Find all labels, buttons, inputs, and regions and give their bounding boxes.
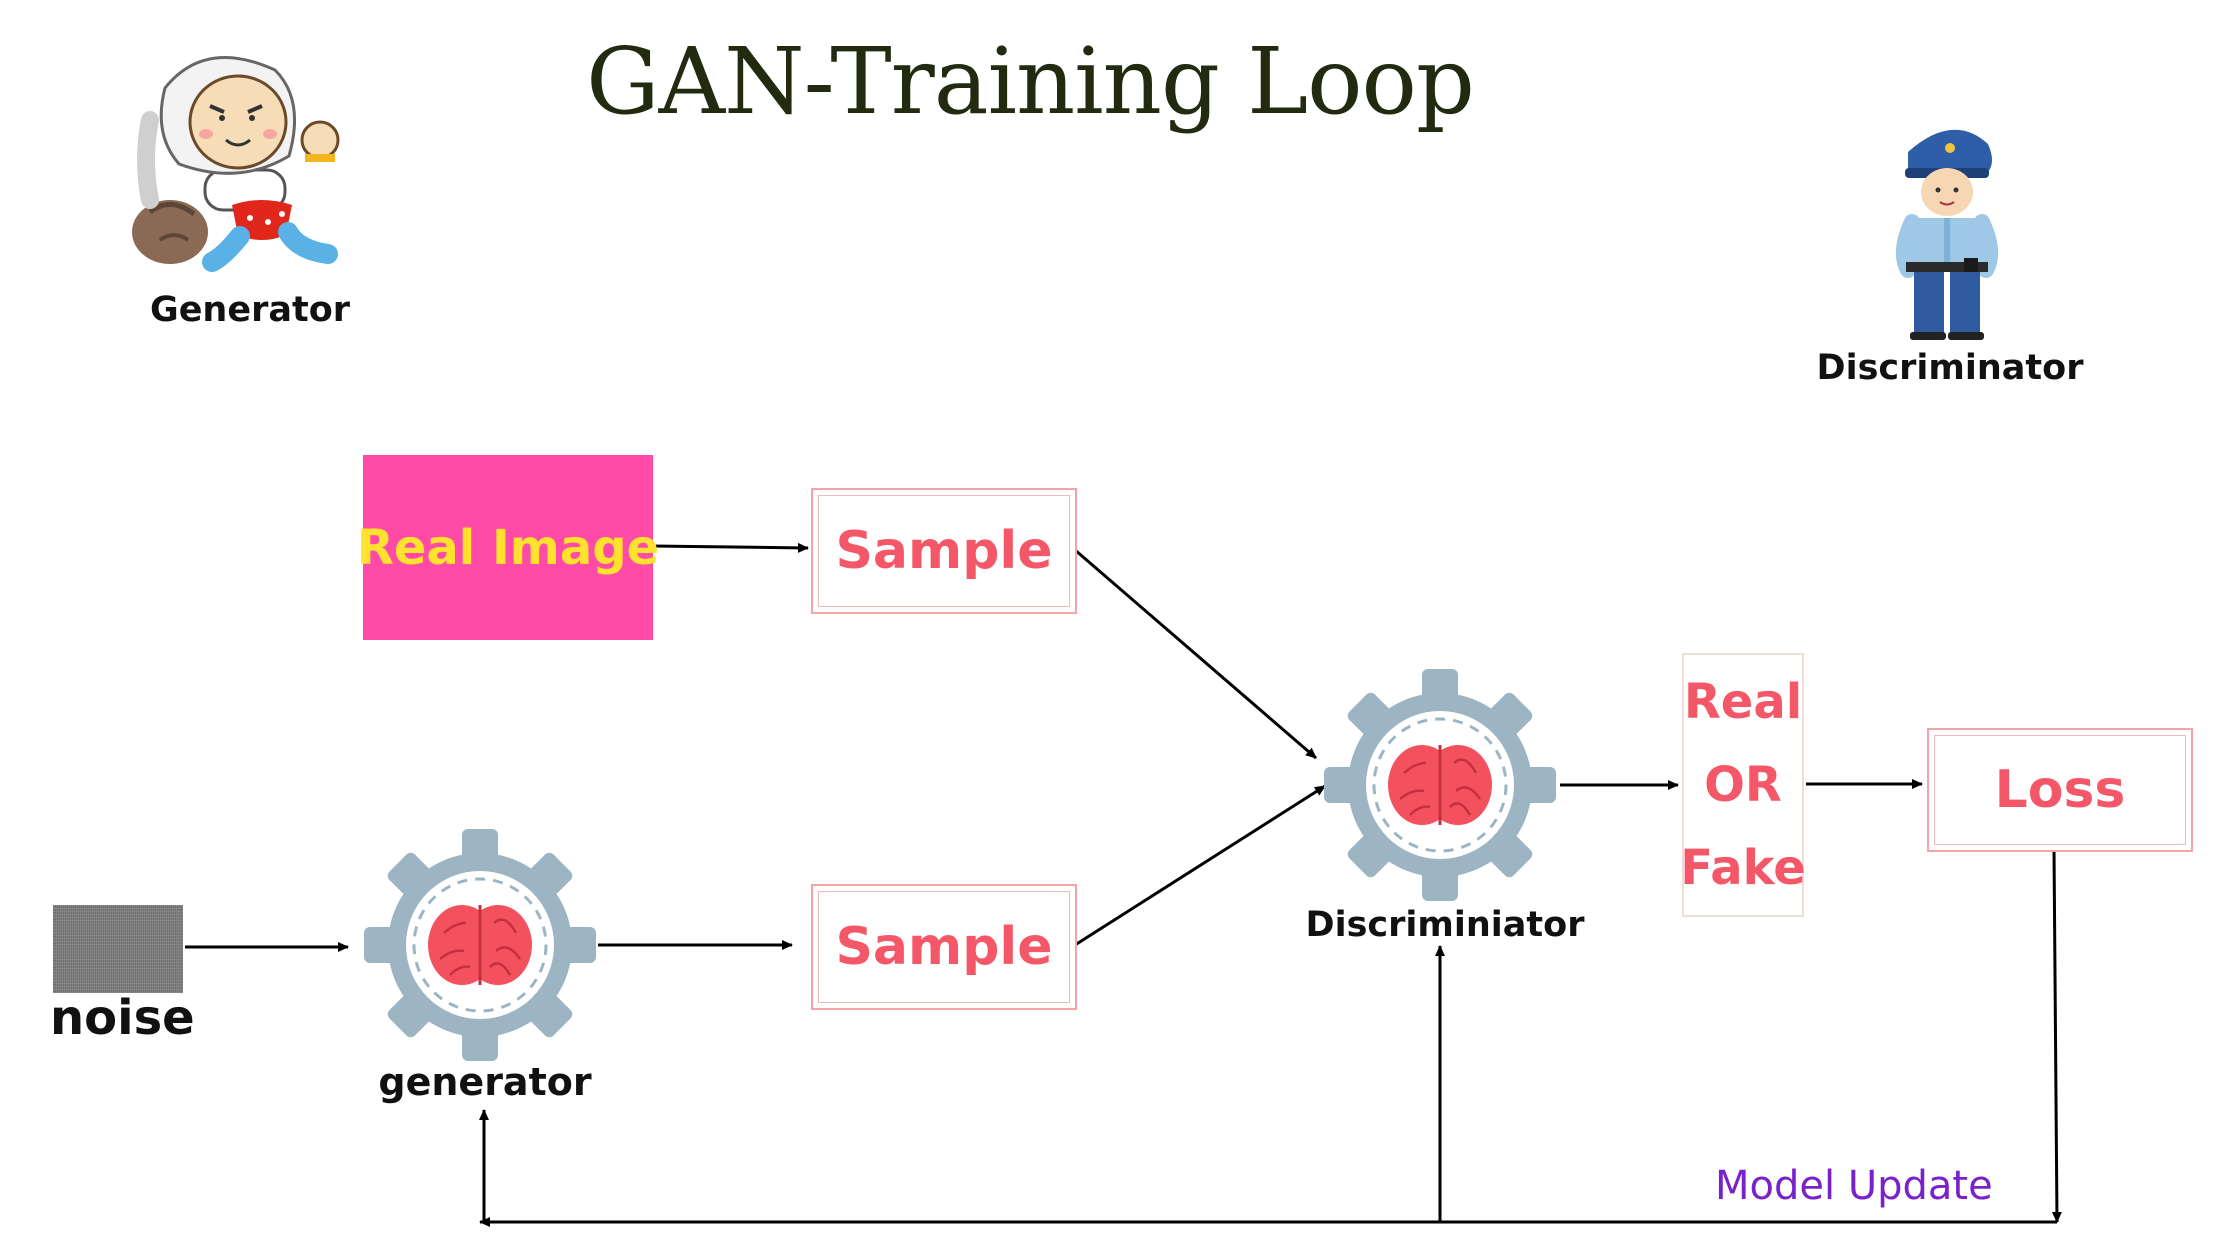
generator-character-label: Generator xyxy=(149,290,351,330)
sample-top-label: Sample xyxy=(835,521,1053,581)
discriminator-character-label: Discriminator xyxy=(1816,348,2084,388)
model-update-label: Model Update xyxy=(1715,1163,1993,1209)
arrow-real-image-to-sample xyxy=(651,542,809,553)
generator-gear-brain-icon xyxy=(364,829,596,1061)
discriminator-label: Discriminiator xyxy=(1305,905,1585,945)
diagram-title: GAN-Training Loop xyxy=(586,28,1475,135)
loss-label: Loss xyxy=(1994,760,2126,820)
sample-box-bottom: Sample xyxy=(811,884,1077,1010)
real-or-fake-box: Real OR Fake xyxy=(1680,653,1806,917)
arrow-loss-down xyxy=(2051,849,2062,1223)
loss-box: Loss xyxy=(1927,728,2193,852)
arrow-sample-bottom-to-discriminator xyxy=(1074,784,1326,947)
generator-label: generator xyxy=(378,1060,592,1104)
sample-box-top: Sample xyxy=(811,488,1077,614)
real-image-node: Real Image xyxy=(357,455,659,640)
noise-image xyxy=(53,905,183,993)
real-or-fake-word-real: Real xyxy=(1683,674,1803,731)
sample-bottom-label: Sample xyxy=(835,917,1053,977)
arrow-sample-top-to-discriminator xyxy=(1074,548,1317,760)
discriminator-gear-brain-icon xyxy=(1324,669,1556,901)
real-or-fake-word-fake: Fake xyxy=(1680,839,1806,896)
real-or-fake-word-or: OR xyxy=(1704,756,1782,813)
noise-label: noise xyxy=(50,990,195,1046)
real-image-label: Real Image xyxy=(356,519,660,576)
